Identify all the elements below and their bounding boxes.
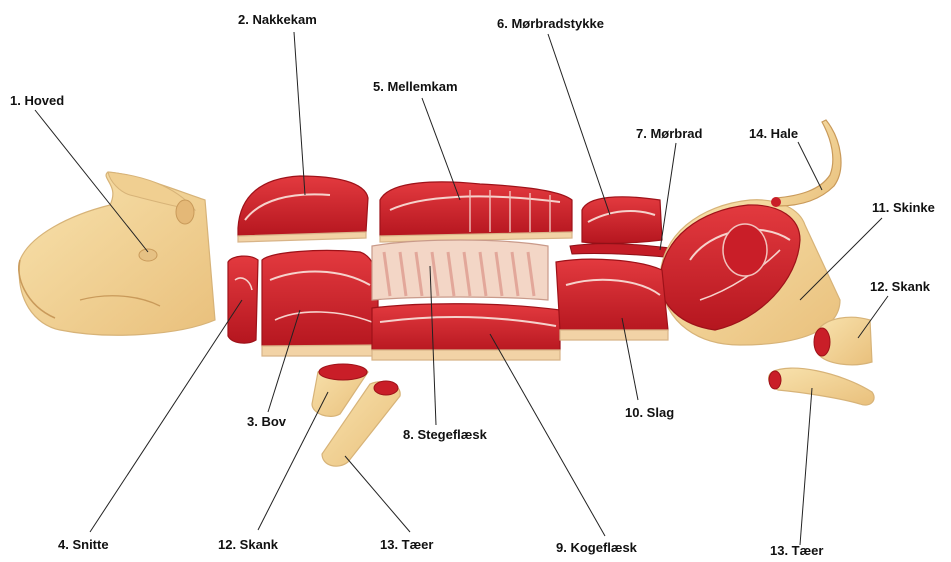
cut-nakkekam [238, 176, 368, 242]
leader-taeer-front [345, 456, 410, 532]
label-hale: 14. Hale [749, 126, 798, 141]
leader-taeer-rear [800, 388, 812, 545]
label-skank-rear: 12. Skank [870, 279, 930, 294]
cut-mellemkam [380, 182, 572, 242]
cut-skinke [660, 200, 840, 345]
leader-skank-front [258, 392, 328, 530]
cut-taeer-rear [769, 368, 874, 405]
cut-slag [556, 259, 668, 340]
label-snitte: 4. Snitte [58, 537, 109, 552]
label-stegeflaesk: 8. Stegeflæsk [403, 427, 487, 442]
label-nakkekam: 2. Nakkekam [238, 12, 317, 27]
cut-kogeflaesk [372, 304, 560, 360]
cut-snitte [228, 256, 258, 343]
label-kogeflaesk: 9. Kogeflæsk [556, 540, 637, 555]
cut-bov [262, 250, 378, 356]
label-mellemkam: 5. Mellemkam [373, 79, 458, 94]
label-morbradstykke: 6. Mørbradstykke [497, 16, 604, 31]
label-taeer-rear: 13. Tæer [770, 543, 823, 558]
cut-skank-rear [814, 317, 872, 365]
label-skank-front: 12. Skank [218, 537, 278, 552]
cut-stegeflaesk [372, 240, 548, 300]
leader-morbradstykke [548, 34, 610, 215]
cut-morbradstykke [582, 197, 662, 244]
label-skinke: 11. Skinke [872, 200, 935, 215]
leader-kogeflaesk [490, 334, 605, 536]
label-bov: 3. Bov [247, 414, 286, 429]
label-slag: 10. Slag [625, 405, 674, 420]
leader-hale [798, 142, 822, 190]
cut-hoved [19, 172, 215, 335]
leader-nakkekam [294, 32, 305, 195]
label-morbrad: 7. Mørbrad [636, 126, 702, 141]
label-hoved: 1. Hoved [10, 93, 64, 108]
leader-skank-rear [858, 296, 888, 338]
leader-morbrad [660, 143, 676, 250]
label-taeer-front: 13. Tæer [380, 537, 433, 552]
